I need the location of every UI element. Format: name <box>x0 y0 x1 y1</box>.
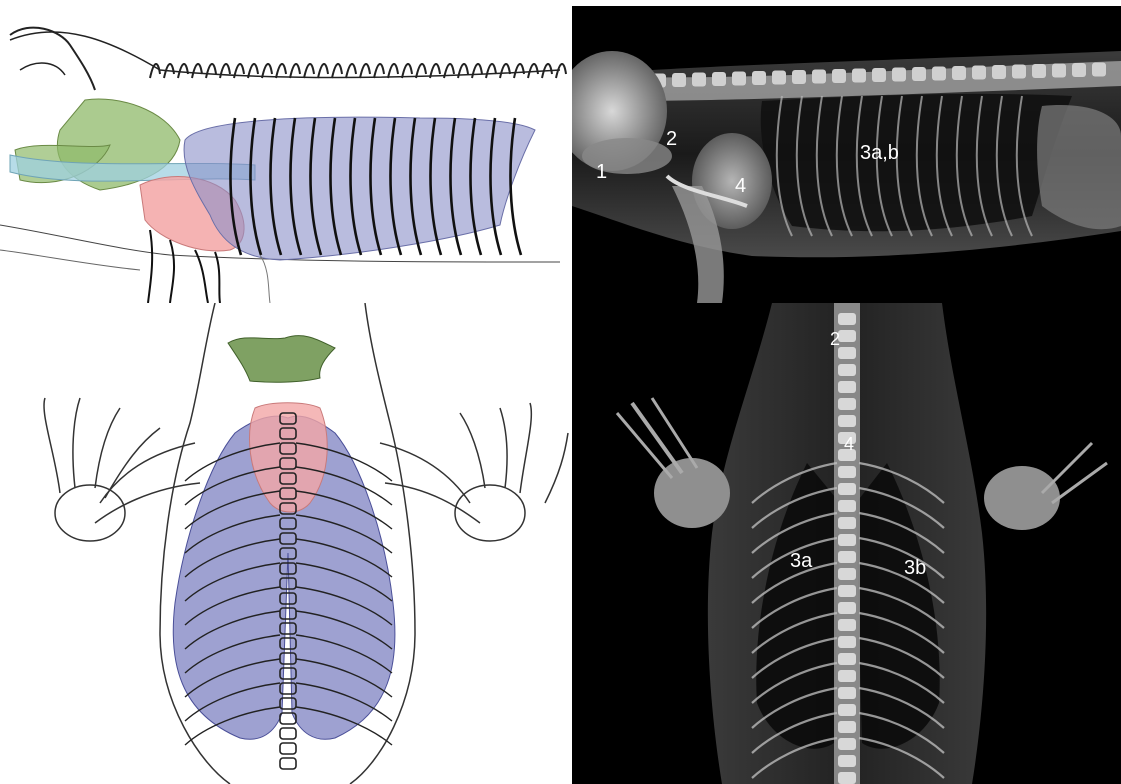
lateral-radiograph: 1 2 3a,b 4 <box>572 6 1121 303</box>
label-3b: 3b <box>904 557 926 579</box>
lateral-drawing-panel <box>0 0 572 303</box>
ventrodorsal-drawing-panel <box>0 303 572 784</box>
thyroid-region <box>228 336 335 383</box>
label-4: 4 <box>735 175 746 197</box>
spinal-column <box>150 64 566 78</box>
label-4: 4 <box>844 434 854 454</box>
right-shoulder <box>984 466 1060 530</box>
label-2: 2 <box>666 128 677 150</box>
ventrodorsal-radiograph-panel: 2 4 3a 3b <box>572 303 1121 784</box>
label-3ab: 3a,b <box>860 142 899 164</box>
ventrodorsal-illustration <box>0 303 572 784</box>
label-2: 2 <box>830 329 840 349</box>
lateral-illustration <box>0 0 572 303</box>
lateral-radiograph-panel: 1 2 3a,b 4 <box>572 6 1121 303</box>
label-1: 1 <box>596 161 607 183</box>
label-3a: 3a <box>790 550 813 572</box>
ventrodorsal-radiograph: 2 4 3a 3b <box>572 303 1121 784</box>
